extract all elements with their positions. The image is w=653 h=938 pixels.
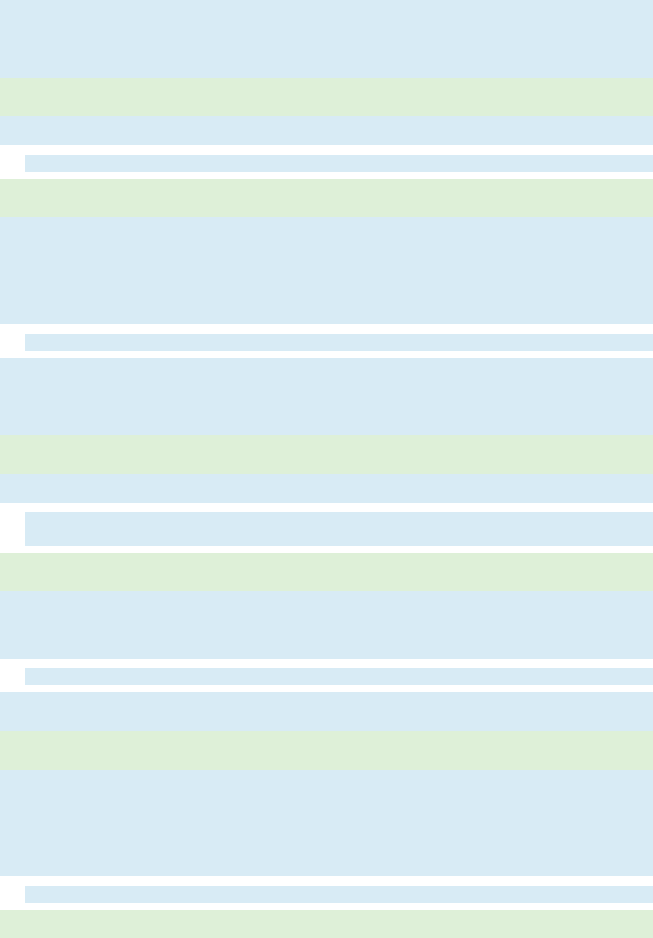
band-label: [25, 510, 41, 532]
band-label: [0, 908, 16, 930]
info-band-indented-3: [25, 512, 653, 546]
band-label: [0, 729, 16, 751]
band-label: [0, 114, 16, 136]
band-label: [0, 215, 16, 237]
band-label: [0, 690, 16, 712]
band-label: [0, 0, 16, 20]
info-band-2: [0, 116, 653, 145]
band-label: [25, 332, 41, 354]
info-band-8: [0, 770, 653, 876]
success-band-6: [0, 910, 653, 938]
band-label: [25, 666, 41, 688]
success-band-5: [0, 731, 653, 770]
band-label: [25, 153, 41, 175]
success-band-1: [0, 78, 653, 116]
success-band-4: [0, 553, 653, 591]
band-label: [0, 356, 16, 378]
success-band-2: [0, 179, 653, 217]
band-label: [0, 177, 16, 199]
info-band-4: [0, 358, 653, 435]
info-band-indented-5: [25, 886, 653, 903]
band-label: [0, 589, 16, 611]
info-band-6: [0, 591, 653, 659]
info-band-7: [0, 692, 653, 731]
info-band-indented-4: [25, 668, 653, 685]
info-band-indented-1: [25, 155, 653, 172]
band-label: [0, 768, 16, 790]
band-label: [25, 884, 41, 906]
band-label: [0, 551, 16, 573]
info-band-1: [0, 0, 653, 78]
info-band-5: [0, 474, 653, 503]
band-label: [0, 433, 16, 455]
info-band-indented-2: [25, 334, 653, 351]
info-band-3: [0, 217, 653, 324]
band-label: [0, 76, 16, 98]
band-label: [0, 472, 16, 494]
success-band-3: [0, 435, 653, 474]
